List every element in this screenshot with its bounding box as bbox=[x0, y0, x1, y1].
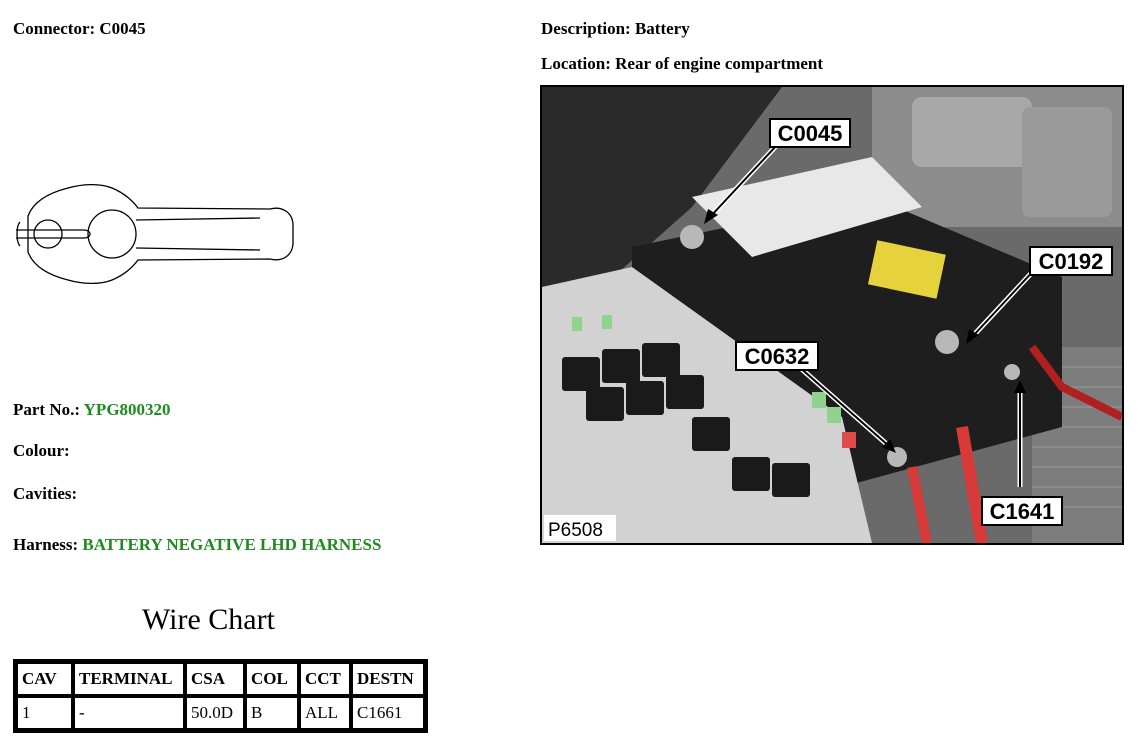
header-csa: CSA bbox=[185, 662, 245, 696]
harness-value: BATTERY NEGATIVE LHD HARNESS bbox=[82, 535, 382, 554]
wire-chart-title: Wire Chart bbox=[142, 603, 275, 636]
colour-line: Colour: bbox=[13, 441, 70, 461]
cell-col: B bbox=[245, 696, 299, 730]
connector-value: C0045 bbox=[99, 19, 146, 38]
callout-c0045: C0045 bbox=[769, 118, 851, 148]
picture-id: P6508 bbox=[548, 520, 603, 541]
description-line: Description: Battery bbox=[541, 19, 690, 39]
ring-terminal-drawing bbox=[16, 183, 294, 285]
cavities-label: Cavities: bbox=[13, 484, 78, 503]
colour-label: Colour: bbox=[13, 441, 70, 460]
connector-label: Connector: bbox=[13, 19, 96, 38]
engine-bay-photo: C0045 C0192 C0632 C1641 P6508 bbox=[542, 87, 1122, 543]
callout-label: C0192 bbox=[1039, 249, 1104, 274]
connector-heading: Connector: C0045 bbox=[13, 19, 146, 39]
location-photo: C0045 C0192 C0632 C1641 P6508 bbox=[540, 85, 1124, 545]
cell-cav: 1 bbox=[16, 696, 73, 730]
table-row: 1 - 50.0D B ALL C1661 bbox=[16, 696, 425, 730]
location-line: Location: Rear of engine compartment bbox=[541, 54, 823, 74]
part-number-line: Part No.: YPG800320 bbox=[13, 400, 171, 420]
description-label: Description: bbox=[541, 19, 631, 38]
callout-c0192: C0192 bbox=[1029, 246, 1113, 276]
callout-label: C0632 bbox=[745, 344, 810, 369]
description-value: Battery bbox=[634, 19, 690, 38]
callout-c1641: C1641 bbox=[981, 496, 1063, 526]
callout-label: C0045 bbox=[778, 121, 843, 146]
wire-chart-table: CAV TERMINAL CSA COL CCT DESTN 1 - 50.0D… bbox=[13, 659, 428, 733]
header-destn: DESTN bbox=[351, 662, 425, 696]
location-value: Rear of engine compartment bbox=[615, 54, 824, 73]
header-col: COL bbox=[245, 662, 299, 696]
header-cav: CAV bbox=[16, 662, 73, 696]
part-number-value: YPG800320 bbox=[83, 400, 171, 419]
harness-label: Harness: bbox=[13, 535, 79, 554]
header-terminal: TERMINAL bbox=[73, 662, 185, 696]
callout-c0632: C0632 bbox=[735, 341, 819, 371]
cell-csa: 50.0D bbox=[185, 696, 245, 730]
callout-label: C1641 bbox=[990, 499, 1055, 524]
cell-cct: ALL bbox=[299, 696, 351, 730]
part-number-label: Part No.: bbox=[13, 400, 81, 419]
location-label: Location: bbox=[541, 54, 611, 73]
table-header-row: CAV TERMINAL CSA COL CCT DESTN bbox=[16, 662, 425, 696]
harness-line: Harness: BATTERY NEGATIVE LHD HARNESS bbox=[13, 535, 381, 555]
cell-destn: C1661 bbox=[351, 696, 425, 730]
cavities-line: Cavities: bbox=[13, 484, 77, 504]
header-cct: CCT bbox=[299, 662, 351, 696]
cell-terminal: - bbox=[73, 696, 185, 730]
